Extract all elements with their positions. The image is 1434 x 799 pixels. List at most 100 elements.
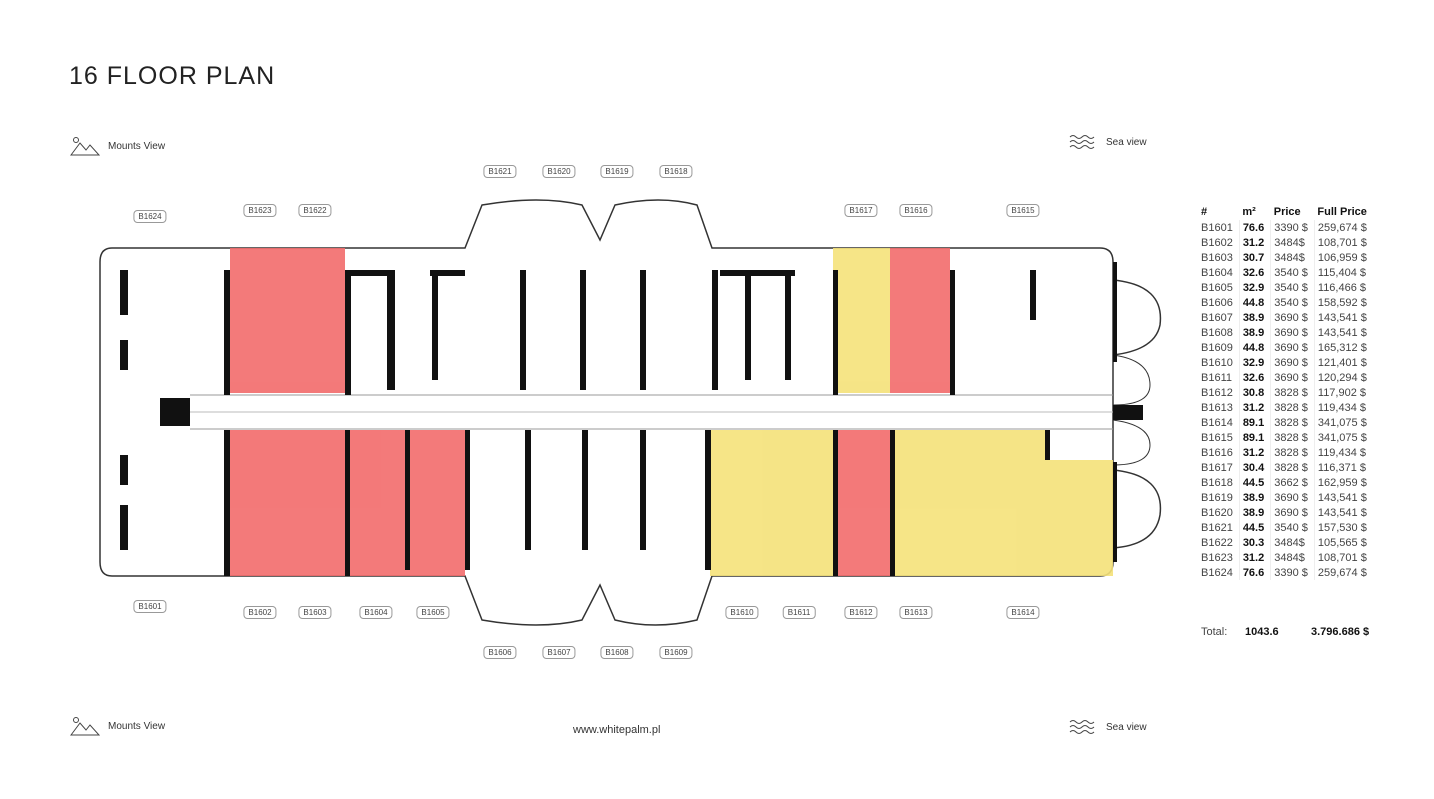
unit-tag[interactable]: B1609 bbox=[659, 646, 693, 659]
wall bbox=[345, 430, 350, 576]
cell-area: 44.5 bbox=[1238, 520, 1271, 535]
cell-full-price: 162,959 $ bbox=[1313, 475, 1373, 490]
page-title: 16 FLOOR PLAN bbox=[69, 62, 276, 90]
cell-full-price: 143,541 $ bbox=[1313, 490, 1373, 505]
mountain-icon bbox=[70, 137, 100, 156]
cell-full-price: 341,075 $ bbox=[1313, 415, 1373, 430]
unit-tag[interactable]: B1611 bbox=[782, 606, 816, 619]
unit-tag[interactable]: B1622 bbox=[298, 204, 332, 217]
cell-unit: B1612 bbox=[1201, 386, 1233, 399]
cell-unit: B1619 bbox=[1201, 491, 1233, 504]
unit-tag[interactable]: B1602 bbox=[243, 606, 277, 619]
wall bbox=[833, 270, 838, 395]
cell-full-price: 121,401 $ bbox=[1313, 355, 1373, 370]
total-area: 1043.6 bbox=[1245, 626, 1279, 638]
cell-area: 32.6 bbox=[1238, 265, 1271, 280]
cell-price: 3690 $ bbox=[1270, 310, 1315, 325]
unit-tag[interactable]: B1604 bbox=[359, 606, 393, 619]
unit-tag[interactable]: B1624 bbox=[133, 210, 167, 223]
cell-price: 3828 $ bbox=[1270, 400, 1315, 415]
cell-unit: B1620 bbox=[1201, 506, 1233, 519]
cell-unit: B1611 bbox=[1201, 371, 1232, 384]
wall bbox=[580, 270, 586, 390]
sea-view-bottom: Sea view bbox=[1068, 716, 1147, 738]
cell-area: 38.9 bbox=[1238, 490, 1271, 505]
unit-tag[interactable]: B1612 bbox=[844, 606, 878, 619]
cell-full-price: 157,530 $ bbox=[1313, 520, 1373, 535]
unit-tag[interactable]: B1623 bbox=[243, 204, 277, 217]
highlight-reserved bbox=[710, 248, 1113, 576]
wall bbox=[520, 270, 526, 390]
cell-full-price: 165,312 $ bbox=[1313, 340, 1373, 355]
cell-price: 3690 $ bbox=[1270, 355, 1315, 370]
cell-price: 3484$ bbox=[1270, 550, 1315, 565]
cell-full-price: 115,404 $ bbox=[1313, 265, 1373, 280]
unit-tag[interactable]: B1620 bbox=[542, 165, 576, 178]
wall bbox=[350, 270, 390, 276]
wall bbox=[465, 430, 470, 570]
cell-full-price: 259,674 $ bbox=[1313, 220, 1373, 235]
wall bbox=[640, 270, 646, 390]
unit-tag[interactable]: B1608 bbox=[600, 646, 634, 659]
cell-area: 38.9 bbox=[1238, 505, 1271, 520]
unit-tag[interactable]: B1613 bbox=[899, 606, 933, 619]
cell-area: 31.2 bbox=[1238, 445, 1271, 460]
total-label: Total: bbox=[1201, 626, 1228, 638]
waves-icon bbox=[1069, 135, 1095, 149]
website-link[interactable]: www.whitepalm.pl bbox=[573, 724, 661, 736]
unit-tag[interactable]: B1618 bbox=[659, 165, 693, 178]
cell-area: 38.9 bbox=[1238, 325, 1271, 340]
cell-full-price: 116,371 $ bbox=[1313, 460, 1373, 475]
unit-tag[interactable]: B1603 bbox=[298, 606, 332, 619]
cell-unit: B1623 bbox=[1201, 551, 1233, 564]
unit-tag[interactable]: B1606 bbox=[483, 646, 517, 659]
mounts-view-bottom: Mounts View bbox=[70, 715, 165, 737]
cell-price: 3690 $ bbox=[1270, 490, 1315, 505]
unit-tag[interactable]: B1617 bbox=[844, 204, 878, 217]
cell-unit: B1624 bbox=[1201, 566, 1233, 579]
unit-tag[interactable]: B1601 bbox=[133, 600, 167, 613]
cell-area: 32.6 bbox=[1238, 370, 1271, 385]
cell-unit: B1604 bbox=[1201, 266, 1233, 279]
cell-price: 3540 $ bbox=[1270, 520, 1315, 535]
wall bbox=[120, 340, 128, 370]
unit-tag[interactable]: B1607 bbox=[542, 646, 576, 659]
cell-unit: B1613 bbox=[1201, 401, 1233, 414]
unit-tag[interactable]: B1614 bbox=[1006, 606, 1040, 619]
unit-tag[interactable]: B1621 bbox=[483, 165, 517, 178]
sea-view-label: Sea view bbox=[1106, 721, 1147, 733]
cell-unit: B1610 bbox=[1201, 356, 1233, 369]
wall bbox=[120, 455, 128, 485]
wall bbox=[430, 270, 465, 276]
cell-full-price: 120,294 $ bbox=[1313, 370, 1373, 385]
cell-unit: B1606 bbox=[1201, 296, 1233, 309]
unit-tag[interactable]: B1615 bbox=[1006, 204, 1040, 217]
wall bbox=[1113, 262, 1117, 362]
cell-price: 3690 $ bbox=[1270, 340, 1315, 355]
sea-view-top: Sea view bbox=[1068, 131, 1147, 153]
unit-tag[interactable]: B1616 bbox=[899, 204, 933, 217]
cell-area: 38.9 bbox=[1238, 310, 1271, 325]
cell-area: 44.5 bbox=[1238, 475, 1271, 490]
unit-tag[interactable]: B1619 bbox=[600, 165, 634, 178]
unit-tag[interactable]: B1610 bbox=[725, 606, 759, 619]
unit-tag[interactable]: B1605 bbox=[416, 606, 450, 619]
cell-price: 3662 $ bbox=[1270, 475, 1315, 490]
cell-full-price: 116,466 $ bbox=[1313, 280, 1373, 295]
wall bbox=[1030, 270, 1036, 320]
col-unit: # bbox=[1201, 206, 1208, 218]
cell-area: 89.1 bbox=[1238, 415, 1271, 430]
wall bbox=[745, 270, 751, 380]
cell-area: 30.3 bbox=[1238, 535, 1271, 550]
